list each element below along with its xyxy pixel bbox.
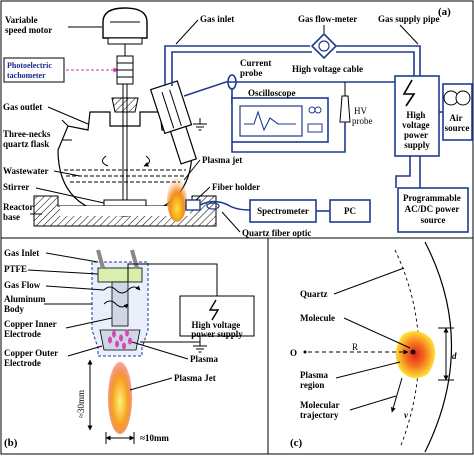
label-radius: R <box>352 342 358 352</box>
gas-supply-pipe <box>336 45 421 78</box>
hv-probe-icon <box>339 95 351 123</box>
label-air-source: Air source <box>445 113 470 133</box>
label-gas-inlet: Gas inlet <box>200 14 234 24</box>
hv-wire-inner <box>127 263 218 296</box>
high-voltage-cable <box>183 81 395 97</box>
label-origin: O <box>290 348 297 358</box>
trajectory-arc <box>394 249 420 449</box>
label-hv-power-supply-b: High voltage power supply <box>191 320 243 339</box>
label-variable-speed-motor: Variable speed motor <box>5 15 52 35</box>
panel-a: (a) Variable speed motor Photoelectric t… <box>3 6 473 238</box>
panel-b-label: (b) <box>4 437 18 449</box>
quartz-wall <box>424 241 453 453</box>
ground-icon-b <box>193 342 207 353</box>
plasma-jet-flame <box>167 178 187 222</box>
label-photoelectric-tachometer: Photoelectric tachometer <box>7 61 54 80</box>
label-quartz: Quartz <box>300 289 328 299</box>
gas-inlet-pipe <box>164 45 190 86</box>
label-high-voltage-cable: High voltage cable <box>292 64 363 74</box>
label-plasma-region: Plasma region <box>300 370 330 390</box>
label-reactor-base: Reactor base <box>3 202 36 222</box>
velocity-arrow <box>390 377 403 413</box>
label-molecule: Molecule <box>300 313 335 323</box>
label-dim-width: ≈10mm <box>140 433 169 443</box>
ptfe-block <box>97 267 143 283</box>
gas-flow-arrow <box>103 285 141 294</box>
ground-icon <box>193 118 207 131</box>
panel-c: (c) O R d v Quartz Molecule Plasma regio… <box>290 241 457 453</box>
lightning-icon <box>402 79 416 107</box>
label-gas-flow: Gas Flow <box>4 280 41 290</box>
label-fiber-holder: Fiber holder <box>212 182 260 192</box>
panel-c-label: (c) <box>290 437 303 449</box>
label-pc: PC <box>344 206 356 216</box>
plasma-particles <box>108 329 132 350</box>
label-molecular-trajectory: Molecular trajectory <box>300 400 342 420</box>
gas-inlet-pipe-left <box>96 249 105 269</box>
panel-a-label: (a) <box>438 6 451 18</box>
label-aluminum-body: Aluminum Body <box>4 294 48 314</box>
label-three-necks-flask: Three-necks quartz flask <box>3 129 53 149</box>
label-diameter: d <box>452 351 457 361</box>
programmable-supply-box <box>397 187 469 233</box>
label-copper-outer: Copper Outer Electrode <box>4 348 60 368</box>
label-hv-power-supply: High voltage power supply <box>402 110 432 150</box>
plasma-region <box>395 331 436 379</box>
label-wastewater: Wastewater <box>3 166 48 176</box>
label-spectrometer: Spectrometer <box>257 206 309 216</box>
label-oscilloscope: Oscilloscope <box>248 88 296 98</box>
label-gas-supply-pipe: Gas supply pipe <box>378 14 440 24</box>
label-stirrer: Stirrer <box>3 182 29 192</box>
fiber-holder <box>185 199 201 211</box>
center-stopper <box>111 97 139 113</box>
label-plasma-jet-b: Plasma Jet <box>174 373 216 383</box>
lightning-icon-b <box>208 299 220 321</box>
waveform-icon <box>244 110 296 132</box>
label-programmable-supply: Programmable AC/DC power source <box>403 193 463 225</box>
label-gas-inlet-b: Gas Inlet <box>4 248 39 258</box>
quartz-fiber-optic <box>199 200 251 211</box>
label-ptfe: PTFE <box>4 264 27 274</box>
hv-power-supply-box <box>394 75 440 157</box>
motor-icon <box>102 7 148 56</box>
label-dim-height: ≈30mm <box>76 390 86 418</box>
tachometer-box <box>3 57 65 83</box>
plasma-jet-flame-b <box>108 362 132 434</box>
panel-b: (b) ≈30mm ≈10mm <box>4 248 255 449</box>
oscilloscope-screen <box>239 105 303 137</box>
label-gas-flow-meter: Gas flow-meter <box>298 14 357 24</box>
gas-inlet-pipe-right <box>130 249 139 269</box>
plasma-jet-device <box>149 80 198 165</box>
label-hv-probe: HV probe <box>352 106 373 126</box>
label-gas-outlet: Gas outlet <box>3 102 42 112</box>
pc-box <box>329 199 371 223</box>
label-quartz-fiber-optic: Quartz fiber optic <box>242 228 311 238</box>
label-plasma-b: Plasma <box>190 354 218 364</box>
label-current-probe: Current probe <box>240 58 274 78</box>
label-plasma-jet-a: Plasma jet <box>202 155 242 165</box>
label-copper-inner: Copper Inner Electrode <box>4 319 59 339</box>
gas-flow-meter-icon <box>310 32 338 60</box>
label-velocity: v <box>404 410 409 420</box>
molecule-dot <box>410 349 416 355</box>
rotation-icon <box>102 155 150 166</box>
